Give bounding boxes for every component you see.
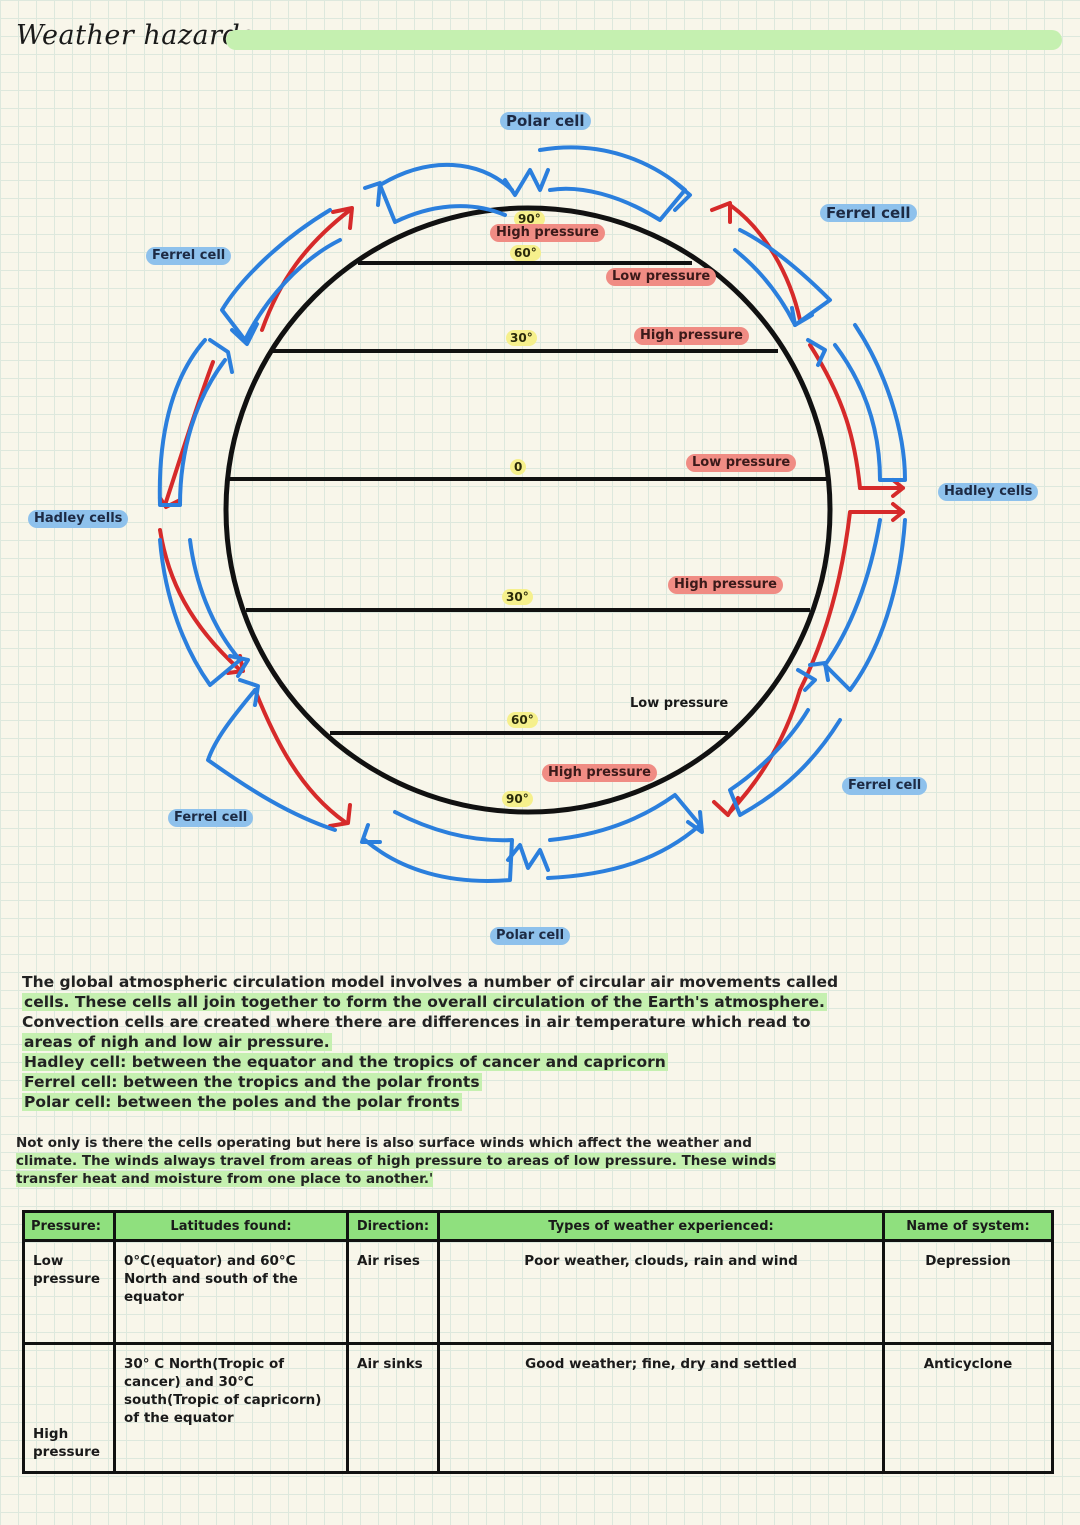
blue-arrow-ferrel-ne (733, 228, 832, 327)
label-ferrel-cell-bottom-right: Ferrel cell (842, 777, 928, 795)
title-highlight-bar (226, 30, 1062, 50)
cell-direction: Air rises (346, 1239, 440, 1345)
winds-line-3: transfer heat and moisture from one plac… (16, 1171, 434, 1187)
ferrel-definition: Ferrel cell: between the tropics and the… (22, 1073, 482, 1091)
cell-weather: Poor weather, clouds, rain and wind (437, 1239, 885, 1345)
blue-arrow-polar-n-center (503, 168, 550, 197)
latitude-label-n30: 30° (506, 330, 537, 346)
latitude-label-s60: 60° (507, 712, 538, 728)
pressure-label-n30: High pressure (634, 327, 749, 345)
label-ferrel-cell-top-left: Ferrel cell (146, 247, 232, 265)
polar-definition: Polar cell: between the poles and the po… (22, 1093, 462, 1111)
label-hadley-cells-right: Hadley cells (938, 483, 1039, 501)
blue-arrow-ferrel-sw (206, 688, 337, 832)
latitude-label-equator: 0 (510, 459, 527, 475)
pressure-label-s60: Low pressure (630, 696, 729, 711)
label-polar-cell-bottom: Polar cell (490, 927, 571, 945)
table-row: Low pressure 0°C(equator) and 60°C North… (22, 1239, 1054, 1345)
latitude-label-s90: 90° (502, 791, 533, 807)
blue-arrowhead-hadley-e-upper (806, 338, 827, 367)
blue-arrowhead-hadley-w-lower (228, 654, 250, 678)
label-hadley-cells-left: Hadley cells (28, 510, 129, 528)
red-arrow-se (728, 688, 802, 814)
winds-line-2: climate. The winds always travel from ar… (16, 1153, 776, 1169)
blue-arrowhead-polar-se (686, 810, 704, 834)
blue-arrowhead-polar-sw (360, 823, 382, 844)
blue-arrow-polar-s-center (506, 843, 550, 872)
blue-arrows (157, 145, 907, 883)
table-row: High pressure 30° C North(Tropic of canc… (22, 1342, 1054, 1474)
header-pressure: Pressure: (22, 1210, 116, 1242)
pressure-label-equator: Low pressure (686, 454, 797, 472)
page-title: Weather hazards (16, 20, 255, 51)
pressure-label-south-pole: High pressure (542, 764, 657, 782)
red-arrow-nw (260, 208, 352, 332)
blue-arrowhead-ferrel-sw (238, 678, 260, 707)
intro-line-2: cells. These cells all join together to … (22, 993, 827, 1011)
header-weather: Types of weather experienced: (437, 1210, 885, 1242)
pressure-label-n60: Low pressure (606, 268, 717, 286)
blue-arrow-hadley-w-upper (157, 338, 227, 507)
red-arrowhead-sw (328, 803, 352, 828)
red-arrowhead-e-lower (891, 502, 905, 522)
cell-latitudes: 0°C(equator) and 60°C North and south of… (113, 1239, 349, 1345)
pressure-systems-table: Pressure: Latitudes found: Direction: Ty… (22, 1210, 1054, 1474)
latitude-label-s30: 30° (502, 589, 533, 605)
blue-arrowhead-hadley-w-upper (208, 338, 234, 374)
blue-arrowhead-hadley-e-lower (808, 661, 830, 682)
intro-line-1: The global atmospheric circulation model… (22, 973, 839, 991)
red-arrow-ne (728, 203, 802, 322)
header-system-name: Name of system: (882, 1210, 1054, 1242)
atmospheric-circulation-diagram (157, 145, 907, 883)
blue-arrowhead-polar-nw (363, 181, 382, 207)
intro-line-4: areas of nigh and low air pressure. (22, 1033, 332, 1051)
winds-line-1: Not only is there the cells operating bu… (16, 1135, 752, 1151)
intro-line-3: Convection cells are created where there… (22, 1013, 811, 1031)
winds-paragraph: Not only is there the cells operating bu… (16, 1134, 816, 1188)
label-ferrel-cell-top-right: Ferrel cell (820, 204, 917, 222)
latitude-label-n90: 90° (514, 211, 545, 227)
cell-pressure: High pressure (22, 1342, 116, 1474)
blue-arrowhead-ferrel-nw (230, 322, 259, 346)
blue-arrow-polar-sw (363, 810, 514, 883)
pressure-label-north-pole: High pressure (490, 224, 605, 242)
hadley-definition: Hadley cell: between the equator and the… (22, 1053, 668, 1071)
red-arrow-e-upper (808, 343, 862, 490)
cell-system-name: Depression (882, 1239, 1054, 1345)
red-arrowhead-e-upper (858, 478, 905, 498)
table-header-row: Pressure: Latitudes found: Direction: Ty… (22, 1210, 1054, 1242)
cell-pressure: Low pressure (22, 1239, 116, 1345)
cell-latitudes: 30° C North(Tropic of cancer) and 30°C s… (113, 1342, 349, 1474)
header-latitudes: Latitudes found: (113, 1210, 349, 1242)
intro-paragraph: The global atmospheric circulation model… (22, 972, 842, 1112)
red-arrow-sw (253, 688, 347, 824)
cell-weather: Good weather; fine, dry and settled (437, 1342, 885, 1474)
red-arrow-w-lower (158, 528, 242, 672)
red-arrowhead-nw (331, 206, 354, 230)
cell-system-name: Anticyclone (882, 1342, 1054, 1474)
header-direction: Direction: (346, 1210, 440, 1242)
cell-direction: Air sinks (346, 1342, 440, 1474)
blue-arrowhead-ferrel-ne (790, 306, 814, 327)
latitude-label-n60: 60° (510, 245, 541, 261)
blue-arrow-polar-nw (378, 162, 514, 224)
blue-arrowhead-polar-ne (670, 178, 692, 212)
blue-arrow-hadley-w-lower (158, 538, 242, 687)
blue-arrow-ferrel-nw (220, 208, 342, 342)
blue-arrow-hadley-e-lower (823, 518, 907, 692)
label-ferrel-cell-bottom-left: Ferrel cell (168, 809, 254, 827)
pressure-label-s30: High pressure (668, 576, 783, 594)
blue-arrowhead-ferrel-se (796, 668, 817, 692)
earth-circle (223, 205, 833, 815)
red-arrowhead-ne (710, 201, 732, 224)
blue-arrow-ferrel-se (728, 708, 842, 817)
red-arrow-e-lower (798, 510, 905, 692)
label-polar-cell-top: Polar cell (500, 112, 591, 130)
blue-arrow-hadley-e-upper (833, 323, 907, 482)
